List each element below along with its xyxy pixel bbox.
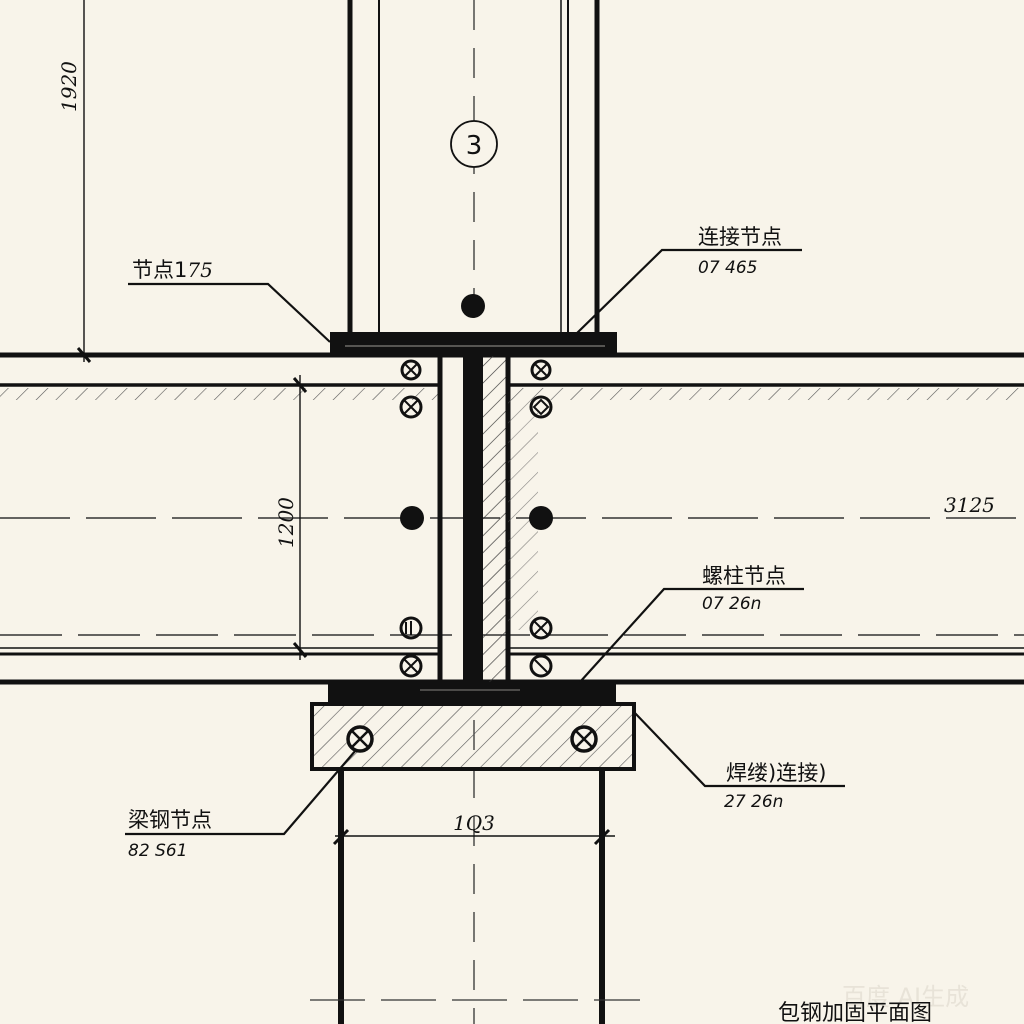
bolt-icon — [530, 359, 552, 381]
dimension-right: 3125 — [944, 493, 995, 517]
top-end-plate — [330, 332, 617, 356]
svg-text:1920: 1920 — [57, 61, 81, 112]
svg-text:连接节点: 连接节点 — [698, 225, 782, 249]
base-plate — [310, 702, 636, 771]
horizontal-beam — [0, 352, 1024, 685]
svg-text:07 26n: 07 26n — [702, 594, 761, 614]
bolt-icon — [399, 395, 423, 419]
svg-text:1200: 1200 — [274, 497, 298, 548]
svg-text:27 26n: 27 26n — [724, 792, 783, 812]
svg-text:梁钢节点: 梁钢节点 — [128, 808, 212, 832]
callout-connection-node: 连接节点 07 465 — [574, 225, 802, 336]
dimension-top-left: 1920 — [57, 0, 92, 363]
svg-text:3125: 3125 — [944, 493, 995, 517]
callout-node-1: 节点175 — [128, 258, 331, 343]
bolt-dot-left — [400, 506, 424, 530]
watermark: 百度 AI生成 — [842, 983, 969, 1011]
callout-weld-connection: 焊缕)连接) 27 26n — [633, 711, 845, 812]
svg-text:节点175: 节点175 — [132, 258, 213, 282]
bolt-icon — [399, 616, 423, 640]
svg-text:螺柱节点: 螺柱节点 — [702, 564, 786, 588]
bolt-dot-right — [529, 506, 553, 530]
callout-column-node: 螺柱节点 07 26n — [579, 564, 804, 683]
bolt-icon — [399, 654, 423, 678]
bolt-icon — [400, 359, 422, 381]
svg-text:3: 3 — [466, 131, 483, 161]
svg-text:1Q3: 1Q3 — [453, 811, 495, 835]
anchor-bolt-icon — [346, 725, 374, 753]
drawing-title: 包钢加固平面图 — [778, 1001, 932, 1024]
dimension-mid-left: 1200 — [274, 375, 308, 660]
callout-beam-steel-node: 梁钢节点 82 S61 — [125, 749, 357, 861]
lower-column — [310, 769, 640, 1024]
upper-column — [347, 0, 600, 332]
bolt-icon — [529, 654, 553, 678]
svg-text:82 S61: 82 S61 — [128, 841, 187, 861]
svg-text:焊缕)连接): 焊缕)连接) — [726, 761, 826, 785]
bolt-icon — [529, 395, 553, 419]
axis-marker: 3 — [450, 120, 498, 168]
bottom-end-plate — [328, 682, 616, 704]
dimension-bottom: 1Q3 — [332, 811, 615, 846]
anchor-bolt-dot-top — [461, 294, 485, 318]
svg-text:07 465: 07 465 — [698, 258, 757, 278]
anchor-bolt-icon — [570, 725, 598, 753]
bolt-icon — [529, 616, 553, 640]
bolt-group — [399, 359, 553, 678]
